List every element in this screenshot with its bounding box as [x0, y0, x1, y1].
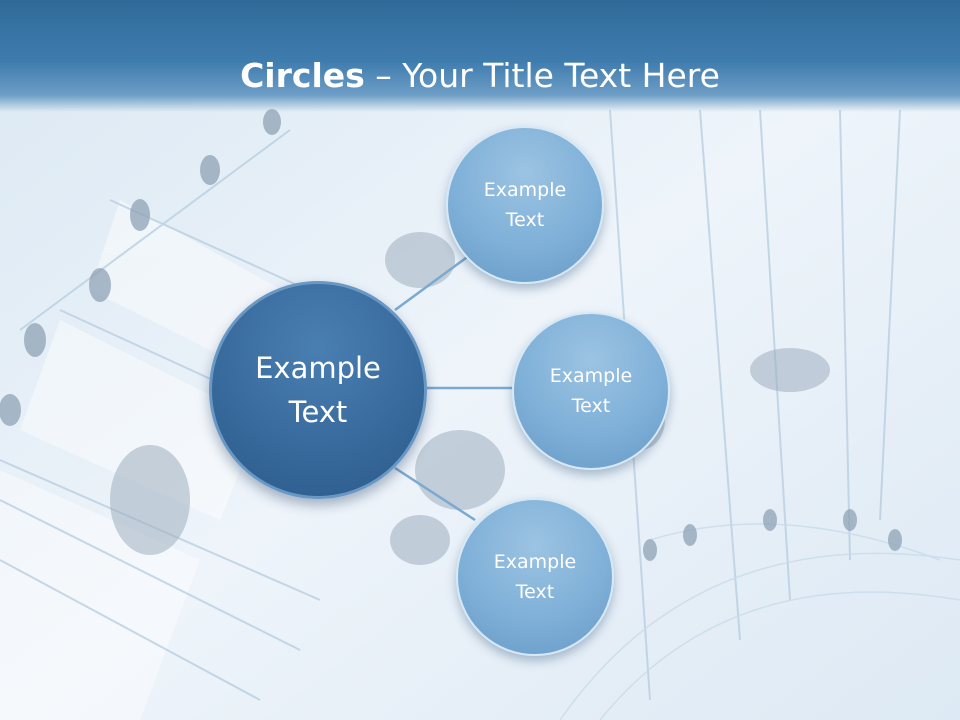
title-bar: [0, 0, 960, 112]
slide-title-bold: Circles: [240, 56, 365, 95]
slide-title-rest: – Your Title Text Here: [364, 56, 720, 95]
connector-line: [394, 253, 471, 312]
slide-title[interactable]: Circles – Your Title Text Here: [0, 54, 960, 98]
connector-line: [394, 466, 476, 522]
